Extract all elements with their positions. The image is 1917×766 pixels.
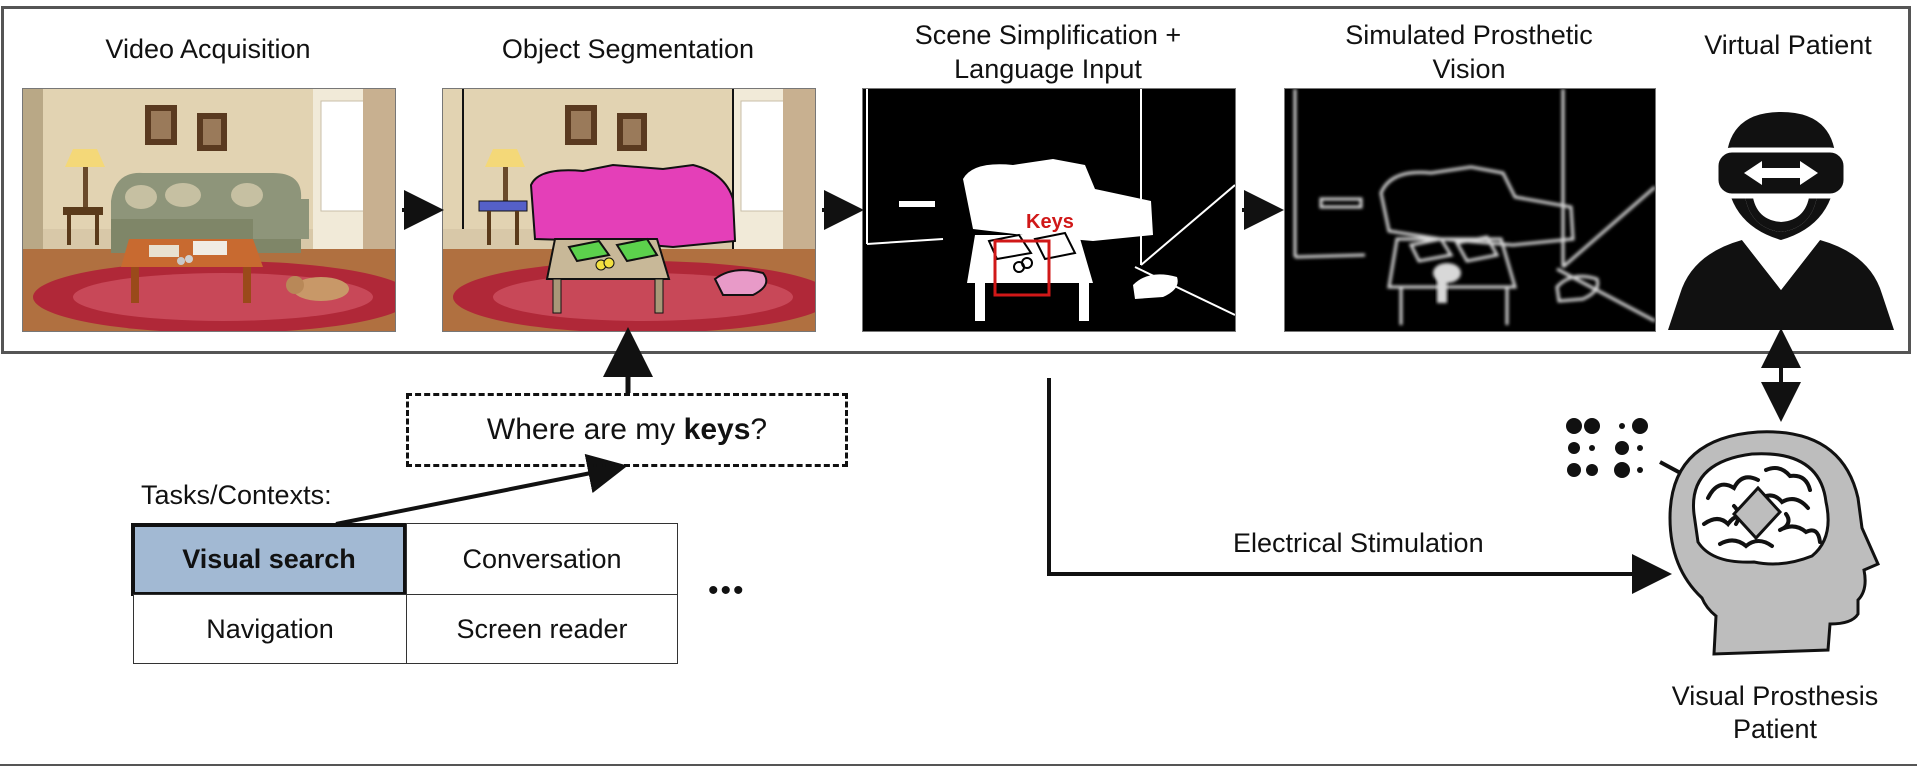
stage-title-line: Scene Simplification + bbox=[914, 20, 1182, 50]
query-prefix: Where are my bbox=[486, 413, 684, 446]
stage-title-scene-simplification: Scene Simplification + Language Input bbox=[862, 18, 1234, 86]
patient-label: Visual Prosthesis Patient bbox=[1640, 680, 1910, 746]
stage-title-virtual-patient: Virtual Patient bbox=[1704, 30, 1872, 60]
task-cell-conversation[interactable]: Conversation bbox=[406, 523, 678, 595]
patient-head-icon bbox=[1668, 430, 1880, 656]
prosthetic-vision-image bbox=[1284, 88, 1656, 332]
keys-highlight-label: Keys bbox=[1026, 211, 1074, 233]
language-query-box: Where are my keys? bbox=[406, 393, 848, 467]
stage-title-simulated-vision: Simulated Prosthetic Vision bbox=[1284, 18, 1654, 86]
more-tasks-ellipsis: ••• bbox=[708, 574, 746, 607]
tasks-label: Tasks/Contexts: bbox=[141, 480, 332, 510]
living-room-photo bbox=[22, 88, 396, 332]
query-suffix: ? bbox=[750, 413, 768, 446]
bottom-rule bbox=[0, 764, 1917, 766]
stage-title-object-segmentation: Object Segmentation bbox=[501, 34, 755, 64]
pipeline-frame bbox=[1, 6, 1911, 354]
virtual-patient-icon bbox=[1668, 104, 1894, 330]
simplified-scene: Keys bbox=[862, 88, 1236, 332]
patient-label-line: Patient bbox=[1732, 714, 1818, 744]
task-cell-visual-search[interactable]: Visual search bbox=[131, 523, 407, 596]
stage-title-line: Simulated Prosthetic bbox=[1345, 20, 1593, 50]
stage-title-line: Language Input bbox=[954, 54, 1142, 84]
stage-title-line: Vision bbox=[1432, 54, 1506, 84]
segmentation-photo bbox=[442, 88, 816, 332]
task-cell-screen-reader[interactable]: Screen reader bbox=[406, 594, 678, 664]
electrical-stimulation-label: Electrical Stimulation bbox=[1233, 528, 1484, 558]
stage-title-video-acquisition: Video Acquisition bbox=[105, 34, 311, 64]
phosphene-dots bbox=[1566, 418, 1648, 478]
patient-label-line: Visual Prosthesis bbox=[1671, 681, 1879, 711]
task-cell-navigation[interactable]: Navigation bbox=[133, 594, 407, 664]
query-keyword: keys bbox=[683, 413, 751, 446]
